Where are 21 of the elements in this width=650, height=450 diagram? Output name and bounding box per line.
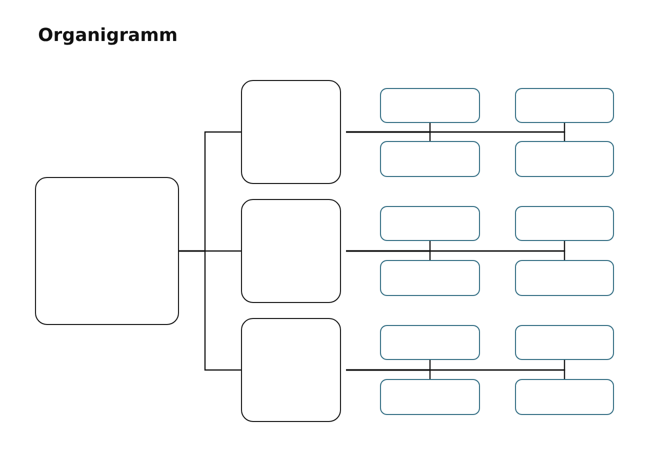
connector-line [346,131,566,141]
sub-unit-box [515,325,614,360]
sub-unit-box [380,325,480,360]
sub-unit-box [515,379,614,415]
sub-unit-box [380,141,480,177]
connector-line [179,250,241,371]
connector-line [346,369,566,379]
sub-unit-box [515,260,614,296]
head-box [35,177,179,325]
sub-unit-box [380,88,480,123]
department-box [241,80,341,184]
diagram-title: Organigramm [38,25,178,46]
sub-unit-box [380,260,480,296]
department-box [241,199,341,303]
sub-unit-box [380,206,480,241]
department-box [241,318,341,422]
sub-unit-box [515,88,614,123]
sub-unit-box [380,379,480,415]
sub-unit-box [515,206,614,241]
sub-unit-box [515,141,614,177]
connector-line [346,250,566,260]
